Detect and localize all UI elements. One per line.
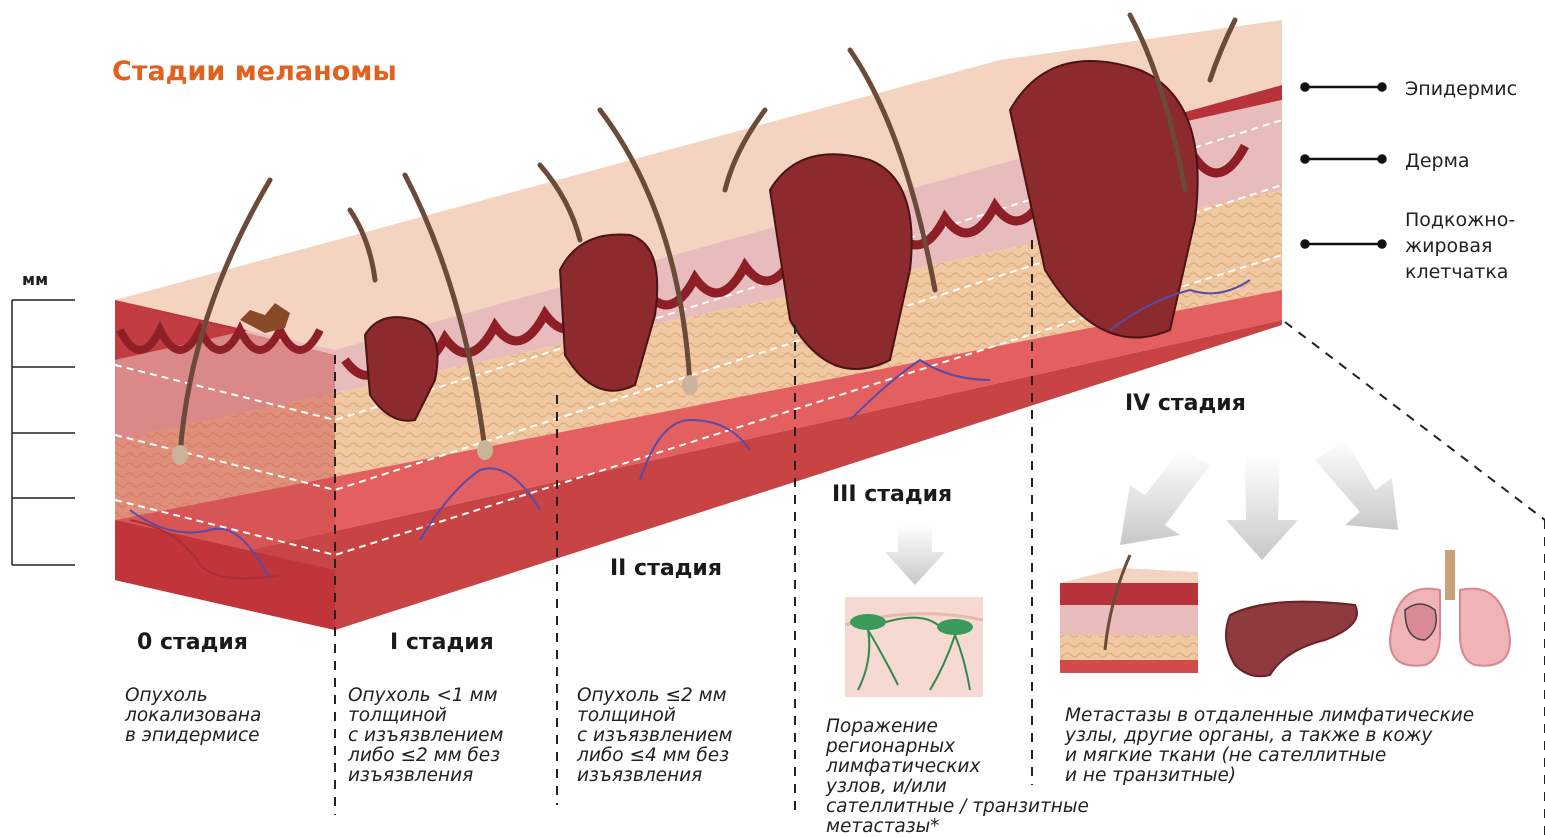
stage-0-label: 0 стадия	[137, 630, 248, 655]
arrow-stage-4-left	[1120, 450, 1210, 545]
layer-pointers	[1302, 84, 1386, 248]
stage-3-description: Поражение регионарных лимфатических узло…	[826, 717, 1089, 837]
layer-label-epidermis: Эпидермис	[1405, 76, 1517, 102]
arrow-stage-3	[885, 525, 945, 585]
arrow-stage-4-right	[1315, 440, 1398, 530]
skin-metastasis-illustration	[1060, 555, 1198, 673]
liver-illustration	[1226, 602, 1357, 677]
scale-unit-label: мм	[22, 270, 48, 289]
stage-2-description: Опухоль ≤2 мм толщиной с изъязвлением ли…	[577, 686, 733, 786]
stage-3-label: III стадия	[832, 482, 952, 507]
mm-scale	[12, 300, 75, 565]
layer-label-dermis: Дерма	[1405, 148, 1470, 174]
stage-1-description: Опухоль <1 мм толщиной с изъязвлением ли…	[348, 686, 504, 786]
stage-1-label: I стадия	[390, 630, 494, 655]
metastasis-arrows	[885, 440, 1398, 585]
stage-0-description: Опухоль локализована в эпидермисе	[125, 686, 261, 746]
lungs-illustration	[1390, 550, 1510, 666]
stage-4-description: Метастазы в отдаленные лимфатические узл…	[1065, 706, 1474, 786]
layer-label-subcutaneous-fat: Подкожно- жировая клетчатка	[1405, 207, 1515, 285]
arrow-stage-4-center	[1226, 455, 1298, 560]
lymph-node-illustration	[845, 597, 983, 697]
stage-2-label: II стадия	[610, 556, 722, 581]
stage-4-label: IV стадия	[1125, 391, 1246, 416]
diagram-title: Стадии меланомы	[112, 56, 397, 87]
